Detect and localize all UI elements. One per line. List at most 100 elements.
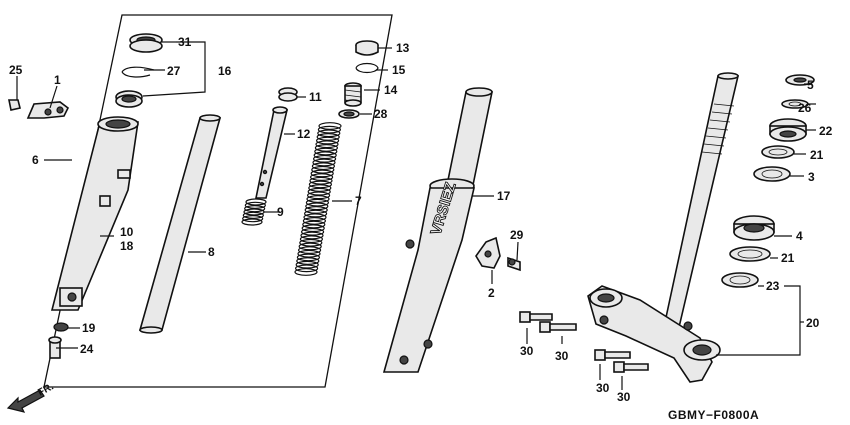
callout-10: 10: [120, 225, 134, 239]
diagram-code: GBMY−F0800A: [668, 408, 759, 422]
spring-coil: [241, 218, 263, 226]
spring-coil: [304, 206, 328, 214]
spring-coil: [315, 140, 339, 149]
fork-spring: [294, 122, 342, 276]
callout-30-b: 30: [555, 349, 569, 363]
callout-19: 19: [82, 321, 96, 335]
damper-parts: [255, 87, 298, 199]
spring-coil: [295, 264, 319, 273]
callout-31: 31: [178, 35, 192, 49]
spring-coil: [294, 268, 318, 276]
callout-3: 3: [808, 170, 815, 184]
spring-coil: [311, 165, 335, 174]
callout-24: 24: [80, 342, 94, 356]
spring-coil: [313, 151, 337, 160]
spring-coil: [308, 184, 332, 192]
spring-coil: [310, 169, 334, 178]
steering-stem: [587, 72, 740, 383]
callout-9: 9: [277, 205, 284, 219]
callout-17: 17: [497, 189, 511, 203]
spring-coil: [242, 215, 264, 223]
spring-coil: [313, 154, 337, 163]
fork-left-assembly: [8, 99, 139, 359]
spring-coil: [301, 224, 325, 233]
spring-coil: [310, 173, 334, 182]
callout-7: 7: [355, 194, 362, 208]
spring-coil: [303, 213, 327, 222]
fork-right-assembly: VRSIEZ: [382, 87, 493, 373]
callout-29: 29: [510, 228, 524, 242]
inner-fork-tube: [138, 114, 222, 334]
front-direction-arrow: FR.: [6, 381, 56, 413]
callout-30-d: 30: [617, 390, 631, 404]
callout-16: 16: [218, 64, 232, 78]
spring-coil: [307, 191, 331, 200]
callout-22: 22: [819, 124, 833, 138]
spring-coil: [306, 195, 330, 203]
spring-coil: [300, 231, 324, 240]
spring-coil: [317, 129, 341, 138]
spring-coil: [242, 211, 264, 219]
spring-coil: [305, 198, 329, 207]
callout-15: 15: [392, 63, 406, 77]
spring-coil: [307, 187, 331, 196]
spring-coil: [296, 253, 320, 262]
fork-cap-parts: [338, 40, 379, 119]
spring-coil: [295, 260, 319, 269]
spring-coil: [244, 205, 266, 213]
spring-coil: [245, 198, 267, 206]
spring-coil: [316, 133, 340, 141]
spring-coil: [314, 147, 338, 156]
spring-coil: [314, 143, 338, 152]
callout-6: 6: [32, 153, 39, 167]
callout-18: 18: [120, 239, 134, 253]
callout-30-a: 30: [520, 344, 534, 358]
callout-labels: 25 1 6 31 27 16 10 18 8 19 24 11 12 9 7 …: [9, 35, 833, 404]
spring-coil: [301, 227, 325, 236]
spring-coil: [298, 246, 322, 255]
spring-coil: [308, 180, 332, 189]
callout-30-c: 30: [596, 381, 610, 395]
callout-26: 26: [798, 101, 812, 115]
callout-28: 28: [374, 107, 388, 121]
callout-14: 14: [384, 83, 398, 97]
spring-coil: [302, 216, 326, 225]
callout-25: 25: [9, 63, 23, 77]
oil-seal-stack: [115, 33, 163, 108]
spring-coil: [312, 158, 336, 167]
spring-coil: [317, 125, 341, 134]
spring-coil: [316, 136, 340, 145]
callout-20: 20: [806, 316, 820, 330]
spring-coil: [305, 202, 329, 211]
spring-coil: [311, 162, 335, 171]
rebound-spring: [241, 198, 267, 226]
spring-coil: [318, 122, 342, 130]
spring-coil: [299, 235, 323, 244]
callout-8: 8: [208, 245, 215, 259]
hose-clamp: [475, 236, 521, 272]
callout-13: 13: [396, 41, 410, 55]
steering-bearing-stack: [721, 74, 815, 288]
mounting-bolts: [519, 311, 649, 373]
spring-coil: [244, 201, 266, 209]
callout-23: 23: [766, 279, 780, 293]
callout-5: 5: [807, 78, 814, 92]
callout-21-a: 21: [810, 148, 824, 162]
callout-12: 12: [297, 127, 311, 141]
direction-label: FR.: [36, 381, 56, 398]
callout-21-b: 21: [781, 251, 795, 265]
spring-coil: [309, 176, 333, 185]
spring-coil: [297, 249, 321, 258]
callout-11: 11: [309, 90, 322, 104]
leader-lines: [16, 41, 816, 390]
spring-coil: [302, 220, 326, 229]
spring-coil: [296, 257, 320, 265]
spring-coil: [299, 238, 323, 247]
callout-27: 27: [167, 64, 181, 78]
callout-4: 4: [796, 229, 803, 243]
callout-2: 2: [488, 286, 495, 300]
spring-coil: [298, 242, 322, 251]
callout-1: 1: [54, 73, 61, 87]
spring-coil: [304, 209, 328, 218]
